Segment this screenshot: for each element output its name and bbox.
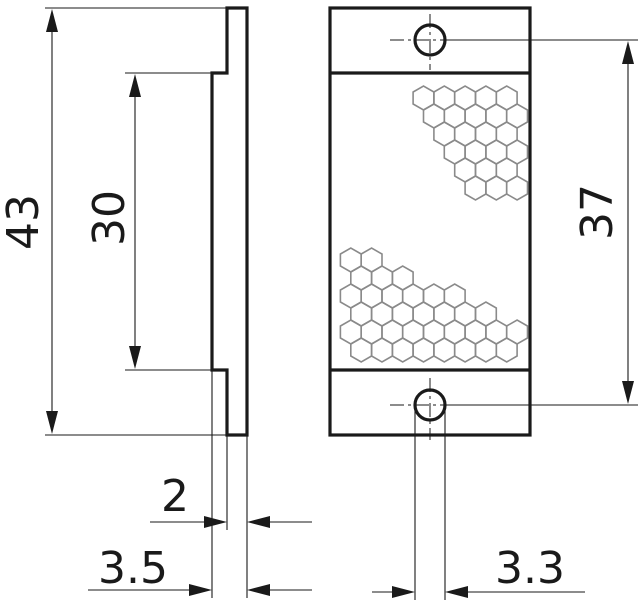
dimension-hole-diameter: 3.3	[372, 543, 585, 598]
reflector-pattern-bottom	[339, 247, 529, 363]
dimension-label-3-3: 3.3	[495, 543, 565, 594]
arrow-head	[247, 584, 270, 596]
dimension-label-30: 30	[84, 190, 135, 246]
arrow-head	[189, 584, 212, 596]
dimension-label-2: 2	[161, 471, 189, 522]
dimension-thickness-total: 3.5	[88, 543, 312, 596]
dimension-label-3-5: 3.5	[98, 543, 168, 594]
side-view	[45, 6, 249, 598]
arrow-head	[204, 516, 227, 528]
front-view	[328, 6, 638, 600]
reflector-hex-cell	[485, 175, 508, 201]
reflector-hex-cell	[474, 337, 498, 363]
arrow-head	[445, 586, 468, 598]
arrow-head	[129, 74, 141, 97]
arrow-head	[392, 586, 415, 598]
dimension-height-total: 43	[0, 9, 58, 434]
reflector-hex-cell	[391, 337, 414, 363]
dimension-label-43: 43	[0, 194, 49, 250]
arrow-head	[622, 41, 634, 64]
dimension-label-37: 37	[572, 184, 623, 240]
arrow-head	[46, 9, 58, 32]
arrow-head	[129, 346, 141, 369]
side-view-outline	[210, 6, 249, 437]
reflector-hex-cell	[505, 175, 529, 201]
dimension-hole-spacing: 37	[572, 41, 634, 404]
reflector-hex-cell	[453, 337, 477, 363]
reflector-hex-cell	[412, 337, 435, 363]
arrow-head	[622, 381, 634, 404]
arrow-head	[247, 516, 270, 528]
dimension-height-inner: 30	[84, 74, 141, 369]
reflector-pattern-top	[412, 85, 529, 201]
arrow-head	[46, 411, 58, 434]
reflector-hex-cell	[350, 337, 373, 363]
reflector-hex-cell	[370, 337, 394, 363]
dimension-thickness-step: 2	[150, 471, 312, 528]
reflector-hex-cell	[464, 175, 487, 201]
reflector-hex-cell	[495, 337, 518, 363]
reflector-hex-cell	[433, 337, 456, 363]
